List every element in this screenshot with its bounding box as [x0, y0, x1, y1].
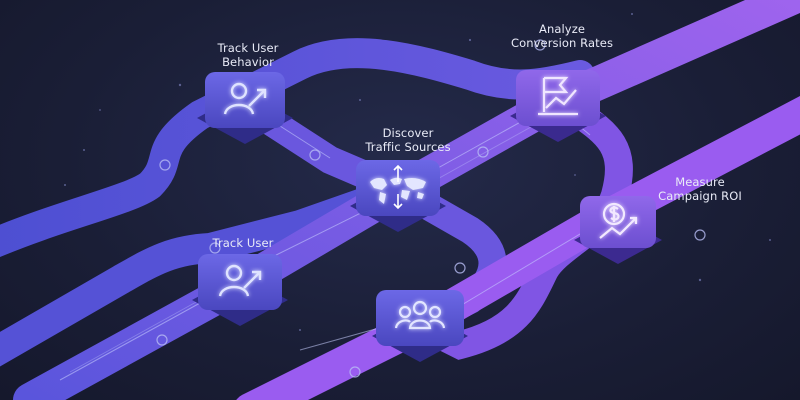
arrows-icon — [393, 164, 403, 210]
label-analyze-conversion-rates: Analyze Conversion Rates — [510, 22, 614, 50]
label-discover-traffic-sources: Discover Traffic Sources — [365, 126, 451, 154]
label-track-user-behavior: Track User Behavior — [217, 41, 279, 69]
tile-analyze-conversion-rates[interactable] — [510, 70, 606, 142]
dollar-arrow-icon — [599, 202, 638, 239]
tile-audience-group[interactable] — [372, 290, 468, 362]
road-direction-markers — [156, 39, 706, 378]
user-group-icon — [394, 300, 446, 330]
user-arrow-icon — [223, 82, 267, 115]
flag-chart-icon — [538, 76, 578, 116]
tile-measure-campaign-roi[interactable] — [574, 196, 662, 264]
tile-track-user-behavior[interactable] — [197, 72, 293, 144]
tile-discover-traffic-sources[interactable] — [350, 160, 446, 232]
path-road-upper — [0, 38, 595, 258]
user-arrow-icon — [218, 264, 262, 297]
label-measure-campaign-roi: Measure Campaign ROI — [658, 175, 742, 203]
tile-track-user[interactable] — [192, 254, 288, 326]
label-track-user: Track User — [212, 236, 274, 250]
world-map-icon — [370, 177, 426, 204]
path-road-bottom — [236, 96, 800, 400]
